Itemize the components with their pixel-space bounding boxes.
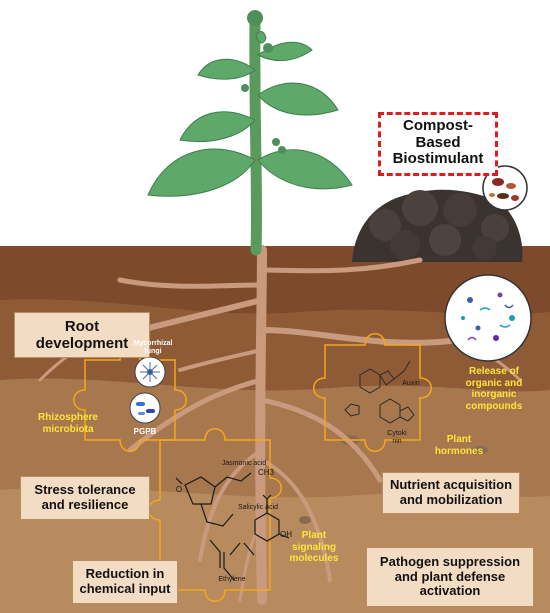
- pgpb-label: PGPB: [133, 427, 157, 436]
- reduction-chemical-input-box: Reduction in chemical input: [72, 560, 178, 604]
- plant-stem: [249, 14, 263, 256]
- cytokinin-label: Cytoki nin: [387, 430, 407, 445]
- ch3-label: CH3: [257, 468, 274, 477]
- pebble: [472, 446, 488, 454]
- jasmonic-acid-label: Jasmonic acid: [221, 460, 267, 467]
- rhizosphere-microbiota-label: Rhizosphere microbiota: [37, 412, 98, 435]
- flower-buds: [241, 10, 286, 154]
- compost-biostimulant-title: Compost- Based Biostimulant: [392, 117, 484, 167]
- plant-hormones-label: Plant hormones: [434, 434, 484, 457]
- oh-label: OH: [280, 530, 292, 539]
- cytokinin-molecule-icon: [344, 398, 415, 424]
- puzzle-piece-hormones: [313, 333, 432, 452]
- auxin-molecule-icon: [359, 360, 411, 394]
- auxin-label: Auxin: [402, 380, 420, 387]
- pgpb-icon: [129, 392, 161, 424]
- pathogen-suppression-box: Pathogen suppression and plant defense a…: [366, 547, 534, 607]
- compost-pile: [352, 189, 523, 262]
- jasmonic-acid-molecule-icon: [175, 472, 252, 527]
- pebble: [299, 516, 311, 524]
- nutrient-acquisition-box: Nutrient acquisition and mobilization: [382, 472, 520, 514]
- mycorrhizal-fungi-icon: [134, 356, 166, 388]
- release-compounds-label: Release of organic and inorganic compoun…: [465, 366, 523, 412]
- puzzle-piece-signaling: [148, 428, 282, 602]
- o-label: O: [175, 485, 183, 494]
- ethylene-molecule-icon: [209, 539, 255, 581]
- compost-title-frame: [378, 112, 498, 176]
- plant-leaves: [147, 31, 353, 197]
- root-development-box: Root development: [14, 312, 150, 358]
- plant-signaling-molecules-label: Plant signaling molecules: [289, 530, 339, 564]
- microbe-magnifier-icon: [444, 274, 532, 362]
- ethylene-label: Ethylene: [218, 576, 246, 583]
- mycorrhizal-fungi-label: Mycorrhizal fungi: [133, 340, 173, 355]
- stress-tolerance-box: Stress tolerance and resilience: [20, 476, 150, 520]
- salicylic-acid-molecule-icon: [254, 494, 290, 542]
- compost-magnifier-icon: [482, 165, 528, 211]
- salicylic-acid-label: Salicylic acid: [237, 504, 279, 511]
